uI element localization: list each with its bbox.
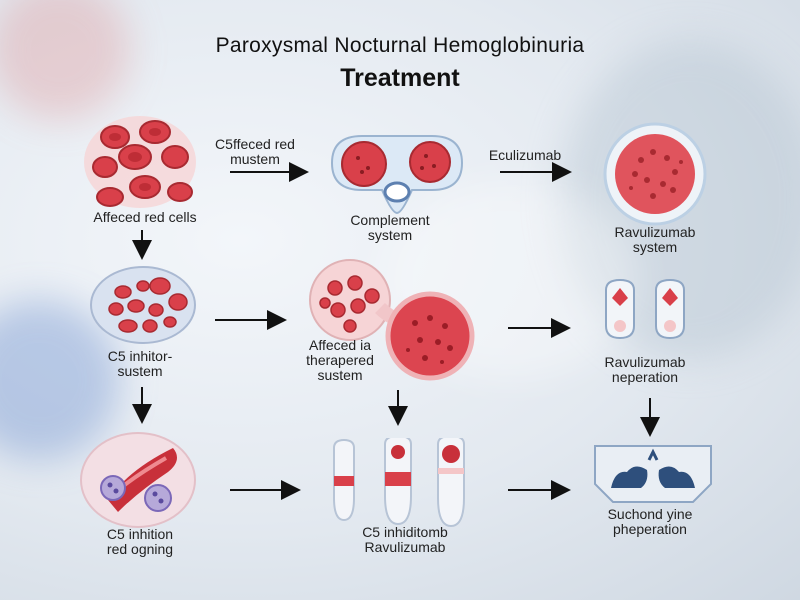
label-c5-fecced-red-mustem: C5ffeced red mustem xyxy=(215,136,295,167)
diagram-subtitle: Treatment xyxy=(340,64,460,92)
affected-therapy-system-illustration xyxy=(309,259,475,381)
label-c5-inhiditor-ravulizumab: C5 inhiditomb Ravulizumab xyxy=(362,524,448,555)
label-eculizumab: Eculizumab xyxy=(488,147,562,163)
label-c5-inhition-red-ogning: C5 inhition red ogning xyxy=(106,526,174,557)
suchond-yine-pheperation-illustration xyxy=(594,445,712,503)
label-c5-inhitor-sustem: C5 inhitor- sustem xyxy=(107,348,173,379)
ravulizumab-system-illustration xyxy=(603,122,707,226)
label-ravulizumab-neperation: Ravulizumab neperation xyxy=(604,354,686,385)
affected-red-cells-illustration xyxy=(84,116,196,208)
diagram-title: Paroxysmal Nocturnal Hemoglobinuria xyxy=(215,34,585,57)
label-complement-system: Complement system xyxy=(350,212,430,243)
complement-system-illustration xyxy=(330,135,464,215)
background-blur-red xyxy=(0,0,130,120)
label-suchond-yine-pheperation: Suchond yine pheperation xyxy=(607,506,693,537)
c5-inhibitor-system-illustration xyxy=(90,266,196,344)
c5-inhibitor-ravulizumab-illustration xyxy=(333,438,465,528)
ravulizumab-neperation-illustration xyxy=(605,278,685,340)
label-affeced-therapered-sustem: Affeced ia therapered sustem xyxy=(306,337,374,383)
c5-inhibition-red-ogning-illustration xyxy=(80,432,196,528)
label-affected-red-cells: Affeced red cells xyxy=(93,209,197,225)
label-ravulizumab-system: Ravulizumab system xyxy=(614,224,696,255)
